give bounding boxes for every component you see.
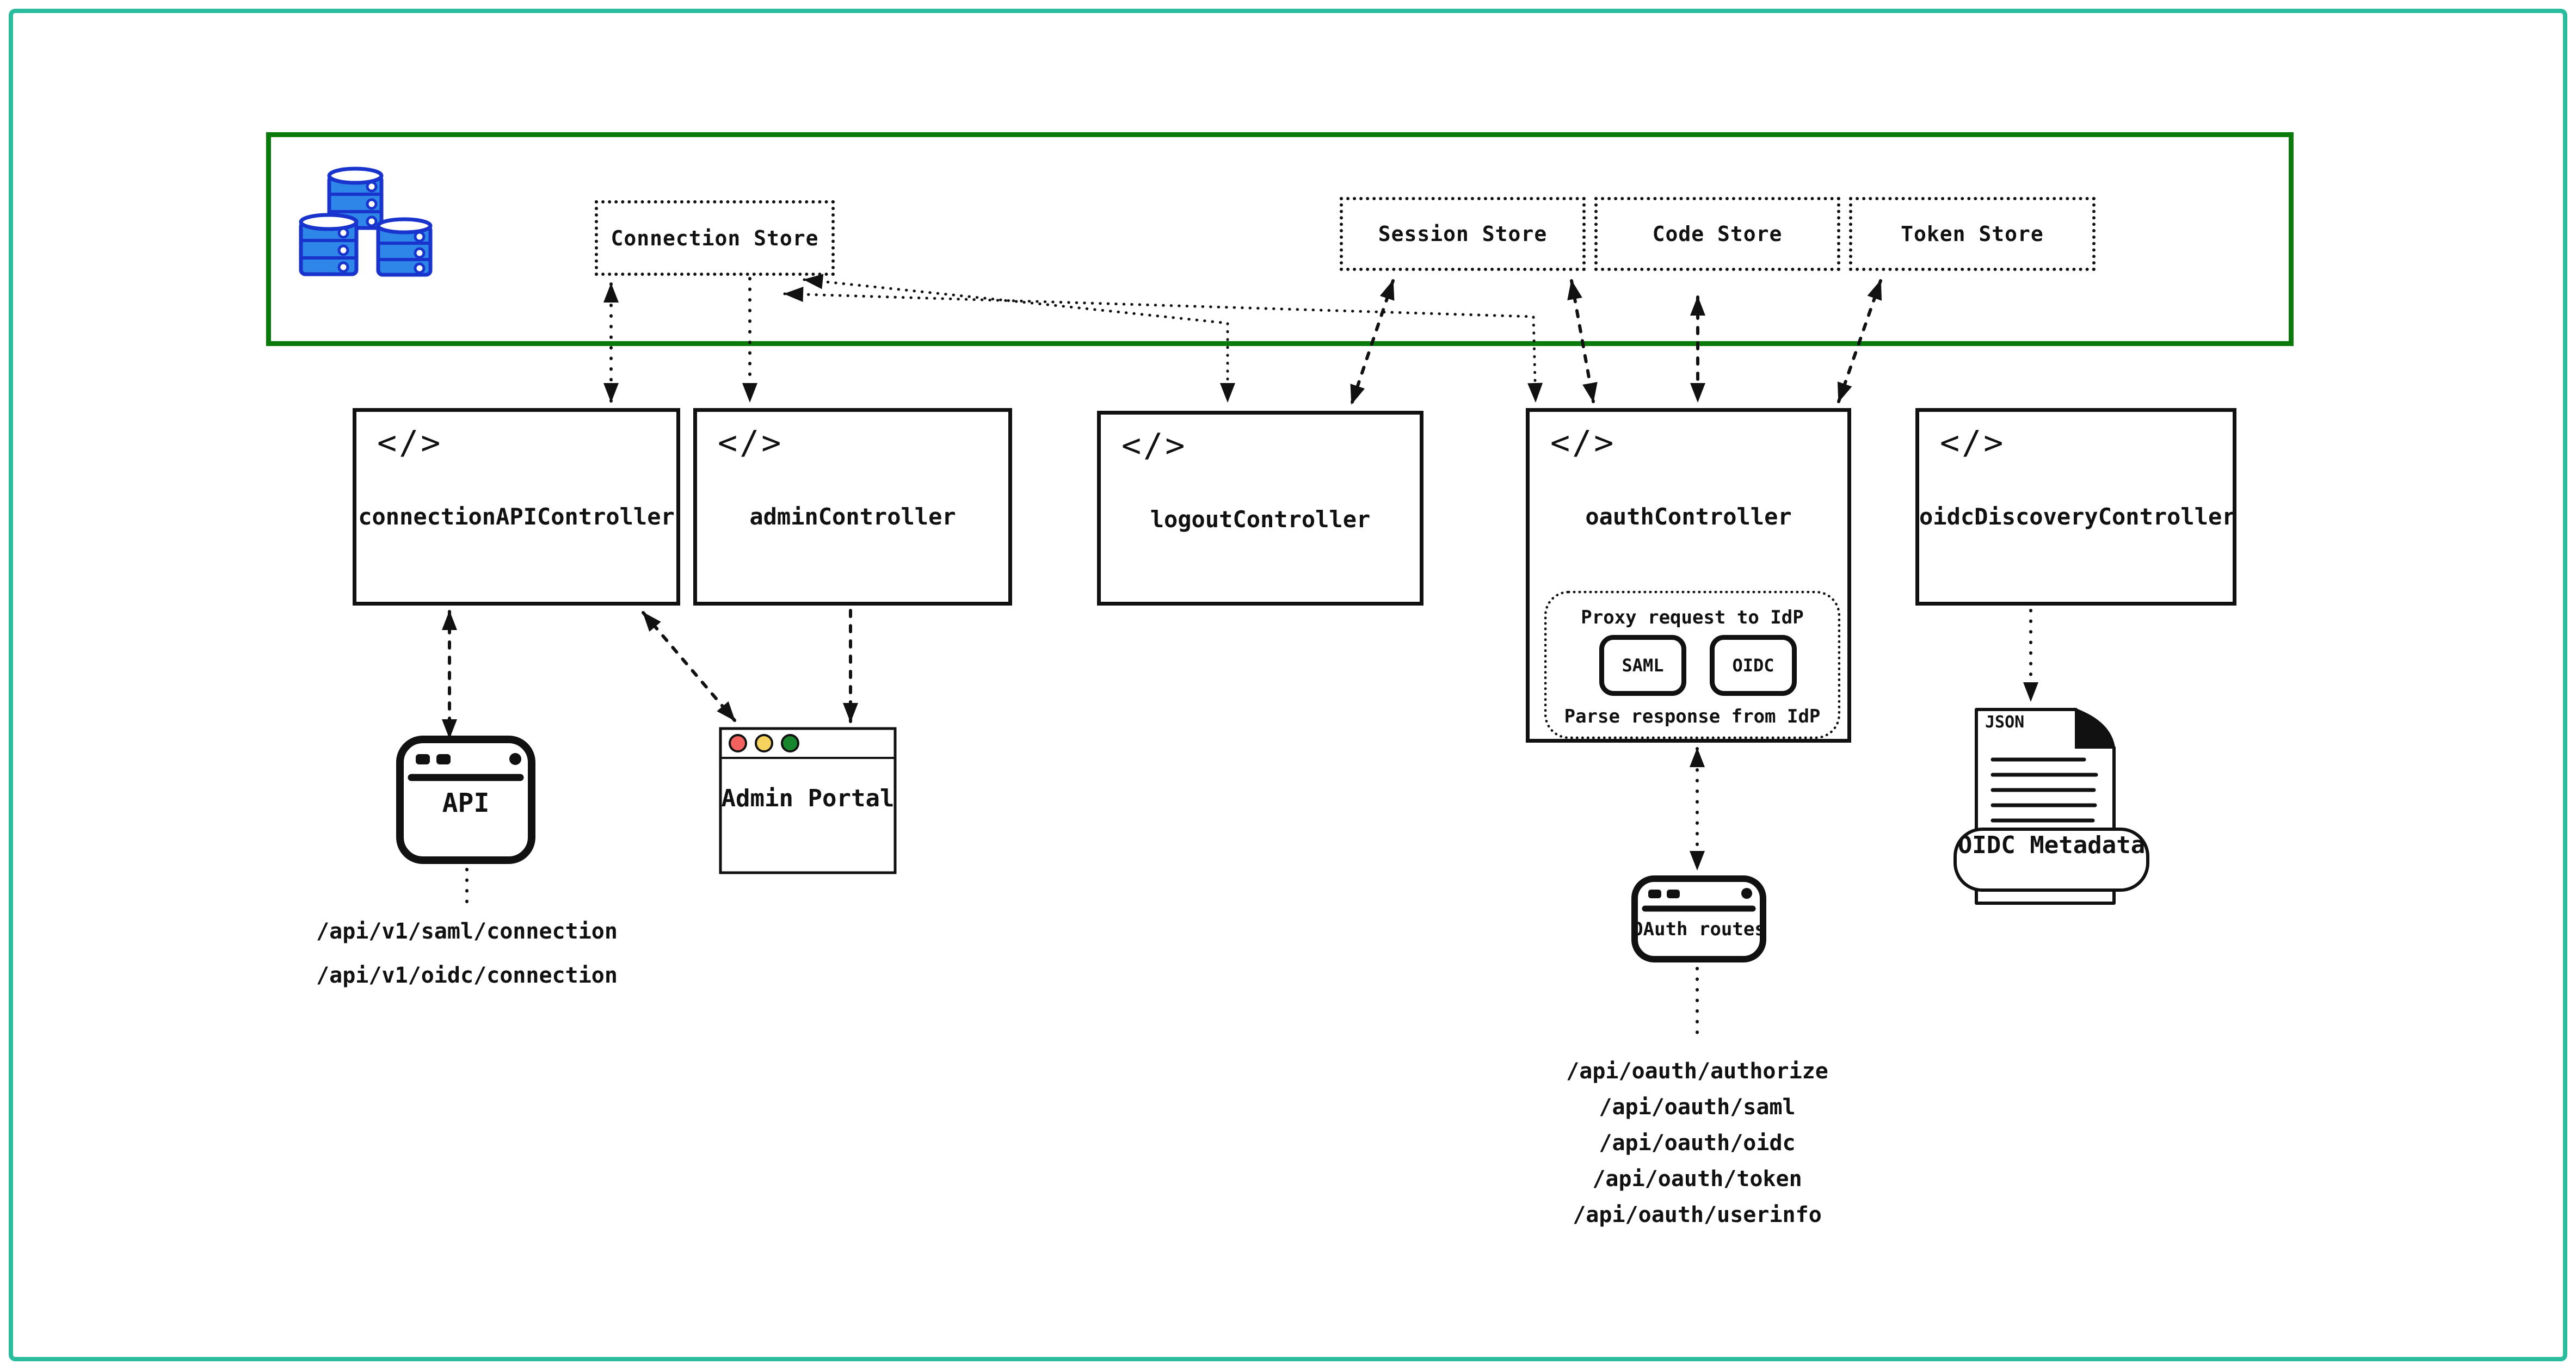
api-window-label: API (442, 788, 490, 818)
store-box-token: Token Store (1849, 197, 2096, 271)
admin-portal-label: Admin Portal (721, 785, 895, 812)
store-label: Token Store (1901, 222, 2044, 246)
code-icon: </> (1550, 424, 1616, 462)
json-document-icon (1953, 708, 2149, 905)
endpoint-text: /api/oauth/userinfo (1573, 1202, 1822, 1227)
window-dot-icon (1648, 890, 1661, 898)
controller-oidc-discovery: </> oidcDiscoveryController (1915, 408, 2236, 606)
oidc-chip-label: OIDC (1732, 655, 1774, 676)
controller-label: adminController (749, 503, 956, 530)
api-endpoints: /api/v1/saml/connection /api/v1/oidc/con… (276, 910, 657, 998)
json-file-type-label: JSON (1985, 713, 2025, 732)
oidc-chip: OIDC (1710, 635, 1797, 696)
endpoint-text: /api/oauth/authorize (1566, 1059, 1828, 1084)
store-box-session: Session Store (1340, 197, 1586, 271)
store-box-code: Code Store (1594, 197, 1840, 271)
window-dot-icon (436, 754, 451, 764)
endpoint-text: /api/v1/oidc/connection (316, 963, 618, 988)
databases-icon (299, 166, 433, 277)
code-icon: </> (377, 424, 443, 462)
endpoint-text: /api/oauth/oidc (1599, 1131, 1796, 1156)
traffic-light-yellow-icon (755, 734, 773, 752)
controller-logout: </> logoutController (1097, 411, 1423, 606)
oauth-routes-label: OAuth routes (1632, 918, 1766, 940)
traffic-light-red-icon (729, 734, 747, 752)
store-label: Code Store (1652, 222, 1783, 246)
controller-connection-api: </> connectionAPIController (353, 408, 680, 606)
store-label: Connection Store (611, 226, 819, 250)
idp-proxy-box: Proxy request to IdP SAML OIDC Parse res… (1544, 591, 1840, 739)
controller-label: oauthController (1585, 503, 1792, 530)
controller-oauth: </> oauthController Proxy request to IdP… (1526, 408, 1851, 743)
controller-label: logoutController (1150, 506, 1371, 533)
saml-chip-label: SAML (1622, 655, 1664, 676)
endpoint-text: /api/oauth/saml (1599, 1095, 1796, 1120)
store-label: Session Store (1378, 222, 1548, 246)
oidc-metadata-ribbon (1953, 828, 2149, 892)
idp-proxy-footer: Parse response from IdP (1564, 706, 1821, 727)
window-dot-icon (1667, 890, 1680, 898)
api-browser-icon (396, 736, 535, 864)
admin-portal-window-icon (719, 727, 897, 874)
window-dot-icon (1741, 888, 1752, 899)
oidc-metadata-label: OIDC Metadata (1957, 831, 2146, 859)
oauth-endpoints: /api/oauth/authorize /api/oauth/saml /ap… (1480, 1053, 1915, 1233)
saml-chip: SAML (1599, 635, 1686, 696)
code-icon: </> (718, 424, 784, 462)
endpoint-text: /api/v1/saml/connection (316, 919, 618, 944)
outer-frame (9, 9, 2567, 1361)
code-icon: </> (1940, 424, 2006, 462)
endpoint-text: /api/oauth/token (1592, 1167, 1802, 1192)
oauth-routes-browser-icon (1631, 875, 1766, 962)
page-fold-icon (2075, 708, 2116, 749)
window-dot-icon (509, 753, 521, 765)
idp-proxy-title: Proxy request to IdP (1581, 607, 1804, 628)
controller-label: oidcDiscoveryController (1919, 503, 2236, 530)
controller-label: connectionAPIController (358, 503, 675, 530)
controller-admin: </> adminController (693, 408, 1012, 606)
code-icon: </> (1121, 427, 1187, 465)
window-dot-icon (416, 754, 430, 764)
traffic-light-green-icon (781, 734, 799, 752)
store-box-connection: Connection Store (595, 200, 835, 276)
